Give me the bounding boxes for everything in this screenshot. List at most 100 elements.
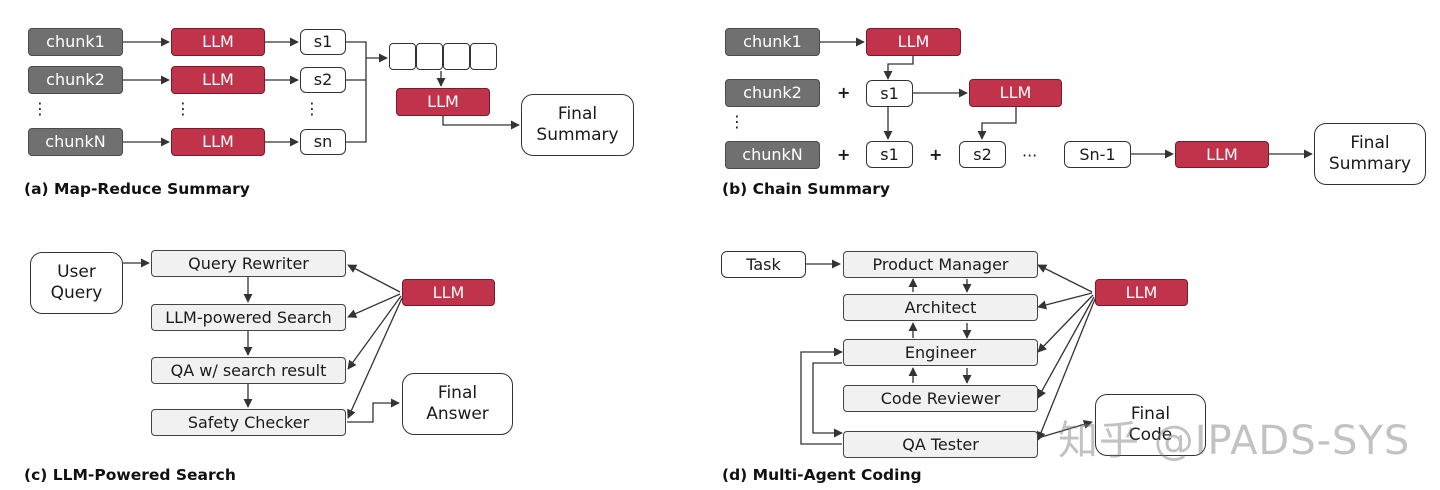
task-label: Task bbox=[746, 254, 781, 274]
final-label: Final Summary bbox=[1328, 133, 1412, 174]
arrow-d-llm-3 bbox=[1037, 294, 1094, 353]
arrow-llm-final-a bbox=[442, 116, 520, 130]
step-query-rewriter: Query Rewriter bbox=[151, 250, 346, 277]
caption-b: (b) Chain Summary bbox=[722, 180, 890, 198]
step-label: Query Rewriter bbox=[188, 253, 309, 273]
chunk-box-2: chunk2 bbox=[725, 79, 820, 107]
caption-a: (a) Map-Reduce Summary bbox=[24, 180, 250, 198]
summary-buffer-cell bbox=[443, 43, 470, 70]
chunk-label: chunk1 bbox=[743, 32, 802, 52]
ellipsis: ⋮ bbox=[729, 112, 745, 131]
role-engineer: Engineer bbox=[843, 339, 1038, 366]
final-label: Final Code bbox=[1128, 404, 1173, 445]
plus-sign: + bbox=[837, 145, 851, 164]
final-code-box: Final Code bbox=[1095, 394, 1206, 456]
summary-buffer-cell bbox=[389, 43, 416, 70]
final-label: Final Answer bbox=[426, 383, 489, 424]
chunk-label: chunkN bbox=[45, 132, 106, 152]
role-label: Code Reviewer bbox=[880, 388, 1001, 408]
step-llm-powered-search: LLM-powered Search bbox=[151, 304, 346, 331]
ellipsis: ⋮ bbox=[304, 99, 320, 118]
arrow-c-llm-3 bbox=[347, 295, 402, 370]
arrow-c-llm-4 bbox=[347, 297, 403, 419]
role-product-manager: Product Manager bbox=[843, 251, 1038, 278]
role-architect: Architect bbox=[843, 294, 1038, 321]
arrow-d-qa-eng-outer bbox=[800, 347, 843, 445]
chunk-label: chunk2 bbox=[46, 70, 105, 90]
llm-box: LLM bbox=[171, 66, 265, 94]
arrow-d-llm-5 bbox=[1036, 298, 1096, 441]
summary-box-s1: s1 bbox=[866, 141, 913, 168]
watermark: 知乎 @IPADS-SYS bbox=[1058, 418, 1411, 464]
arrow-summaries-merge bbox=[346, 41, 367, 143]
summary-label: s1 bbox=[313, 32, 333, 52]
summary-label: s2 bbox=[973, 144, 992, 164]
llm-box: LLM bbox=[1095, 279, 1188, 306]
final-summary-box: Final Summary bbox=[521, 94, 634, 156]
llm-label: LLM bbox=[897, 32, 930, 52]
plus-sign: + bbox=[929, 145, 943, 164]
chunk-box-1: chunk1 bbox=[28, 28, 123, 56]
llm-box: LLM bbox=[402, 279, 495, 306]
step-label: QA w/ search result bbox=[170, 360, 327, 380]
final-label: Final Summary bbox=[536, 104, 619, 145]
arrow-c-llm-1 bbox=[347, 264, 401, 293]
summary-buffer-cell bbox=[416, 43, 443, 70]
llm-box: LLM bbox=[866, 28, 961, 56]
arrow-c-safety-final bbox=[347, 398, 400, 423]
ellipsis: ··· bbox=[1022, 146, 1038, 165]
summary-box-s2: s2 bbox=[959, 141, 1006, 168]
llm-box: LLM bbox=[969, 79, 1062, 107]
llm-label: LLM bbox=[202, 132, 234, 152]
arrow-d-llm-1 bbox=[1037, 264, 1093, 293]
chunk-box-1: chunk1 bbox=[725, 28, 820, 56]
chunk-box-n: chunkN bbox=[28, 128, 123, 156]
chunk-label: chunkN bbox=[742, 145, 803, 165]
summary-label: s1 bbox=[880, 144, 899, 164]
chunk-label: chunk1 bbox=[46, 32, 105, 52]
role-code-reviewer: Code Reviewer bbox=[843, 385, 1038, 412]
ellipsis: ⋮ bbox=[175, 99, 191, 118]
role-label: QA Tester bbox=[902, 434, 979, 454]
caption-c: (c) LLM-Powered Search bbox=[24, 466, 236, 484]
summary-label: s2 bbox=[313, 70, 333, 90]
role-label: Product Manager bbox=[872, 254, 1009, 274]
ellipsis: ⋮ bbox=[32, 99, 48, 118]
summary-label: sn bbox=[313, 132, 333, 152]
summary-buffer-cell bbox=[470, 43, 497, 70]
llm-box: LLM bbox=[171, 28, 265, 56]
arrow-b-llm-s2 bbox=[977, 107, 1017, 140]
llm-box: LLM bbox=[171, 128, 265, 156]
reduce-llm-box: LLM bbox=[396, 88, 490, 116]
llm-label: LLM bbox=[432, 282, 465, 302]
step-safety-checker: Safety Checker bbox=[151, 409, 346, 436]
arrow-d-qa-final bbox=[1037, 419, 1093, 439]
final-summary-box: Final Summary bbox=[1314, 123, 1426, 185]
llm-label: LLM bbox=[999, 83, 1032, 103]
summary-label: Sn-1 bbox=[1079, 144, 1116, 164]
step-label: LLM-powered Search bbox=[165, 307, 332, 327]
task-box: Task bbox=[721, 251, 806, 278]
final-answer-box: Final Answer bbox=[402, 373, 513, 435]
role-label: Architect bbox=[904, 297, 977, 317]
llm-label: LLM bbox=[1206, 144, 1238, 164]
arrow-d-llm-2 bbox=[1037, 292, 1093, 310]
llm-label: LLM bbox=[1125, 282, 1158, 302]
plus-sign: + bbox=[837, 83, 851, 102]
llm-label: LLM bbox=[427, 92, 459, 112]
arrow-b-llm-s1 bbox=[883, 56, 914, 80]
chunk-label: chunk2 bbox=[743, 83, 802, 103]
role-label: Engineer bbox=[904, 342, 977, 362]
chunk-box-n: chunkN bbox=[725, 141, 820, 169]
llm-label: LLM bbox=[202, 32, 234, 52]
summary-box-s1: s1 bbox=[866, 80, 913, 107]
arrow-d-eng-qa-inner bbox=[812, 362, 843, 438]
step-label: Safety Checker bbox=[187, 412, 310, 432]
user-query-label: User Query bbox=[50, 262, 103, 303]
user-query-box: User Query bbox=[30, 252, 123, 314]
summary-box-sn: sn bbox=[300, 129, 346, 155]
arrow-c-llm-2 bbox=[347, 293, 401, 318]
summary-box-s2: s2 bbox=[300, 67, 346, 93]
